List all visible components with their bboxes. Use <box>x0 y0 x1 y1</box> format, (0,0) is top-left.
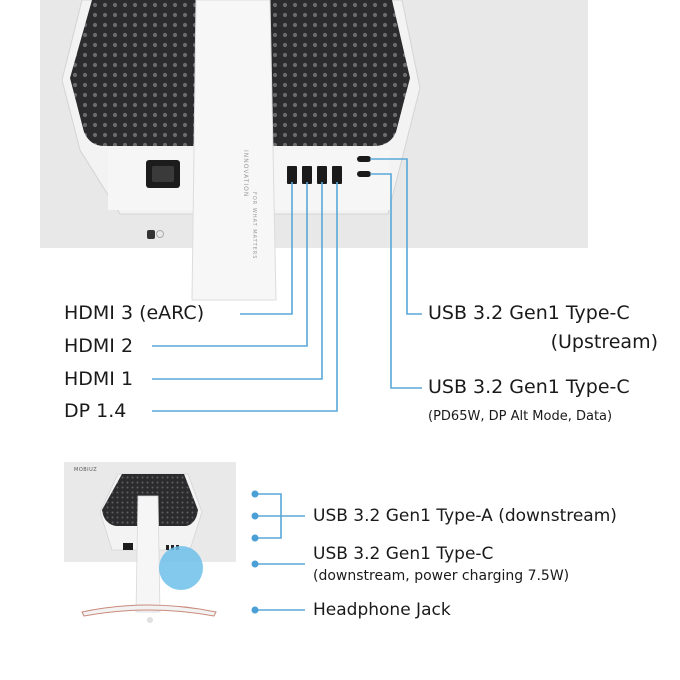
thumbnail-base <box>81 604 217 617</box>
usbc-upstream-leader <box>370 158 422 315</box>
usbc-down-title: USB 3.2 Gen1 Type-C <box>313 544 494 564</box>
hdmi-2-leader <box>152 182 308 347</box>
usba-label: USB 3.2 Gen1 Type-A (downstream) <box>313 506 617 526</box>
monitor-rear-photo <box>40 0 588 301</box>
hdmi-1-leader <box>152 182 323 380</box>
usba-dot-2 <box>251 512 259 520</box>
power-socket-inner <box>152 166 174 182</box>
dp-label: DP 1.4 <box>64 400 127 422</box>
usbc-pd-title: USB 3.2 Gen1 Type-C <box>428 376 630 398</box>
thumbnail-stand <box>135 495 161 613</box>
thumbnail-port-2 <box>171 545 174 550</box>
top-leader-lines <box>152 158 422 412</box>
bottom-leader-lines <box>255 493 305 611</box>
thumbnail-brand: MOBIUZ <box>74 467 98 473</box>
usba-dot-1 <box>251 490 259 498</box>
hdmi-2-label: HDMI 2 <box>64 335 134 357</box>
thumbnail-foot <box>147 617 153 623</box>
usbc-pd-subtitle: (PD65W, DP Alt Mode, Data) <box>428 409 613 424</box>
stand-neck <box>191 0 277 301</box>
thumbnail-port-1 <box>166 545 169 550</box>
stand-text: INNOVATION <box>242 150 249 198</box>
bottom-leader-dots <box>251 490 259 614</box>
usbc-upstream-subtitle: (Upstream) <box>550 331 658 353</box>
usbc-pd-port <box>357 171 371 177</box>
usbc-upstream-port <box>357 156 371 162</box>
usbc-upstream-title: USB 3.2 Gen1 Type-C <box>428 302 630 324</box>
monitor-thumbnail <box>64 462 236 623</box>
stand-text-2: FOR WHAT MATTERS <box>251 192 257 260</box>
hdmi-3-port <box>287 166 297 184</box>
usbc-down-dot <box>251 560 259 568</box>
kensington-ring <box>156 230 164 238</box>
dp-port <box>332 166 342 184</box>
headphone-label: Headphone Jack <box>313 600 451 620</box>
thumbnail-highlight <box>159 546 203 590</box>
hdmi-3-label: HDMI 3 (eARC) <box>64 302 205 324</box>
kensington-slot <box>147 230 155 239</box>
dp-leader <box>152 182 338 412</box>
hdmi-1-label: HDMI 1 <box>64 368 134 390</box>
hdmi-1-port <box>317 166 327 184</box>
thumbnail-power <box>123 543 133 550</box>
usbc-down-subtitle: (downstream, power charging 7.5W) <box>313 568 570 584</box>
hdmi-3-leader <box>240 182 293 315</box>
hdmi-2-port <box>302 166 312 184</box>
usbc-pd-leader <box>370 173 422 389</box>
usba-dot-3 <box>251 534 259 542</box>
headphone-dot <box>251 606 259 614</box>
